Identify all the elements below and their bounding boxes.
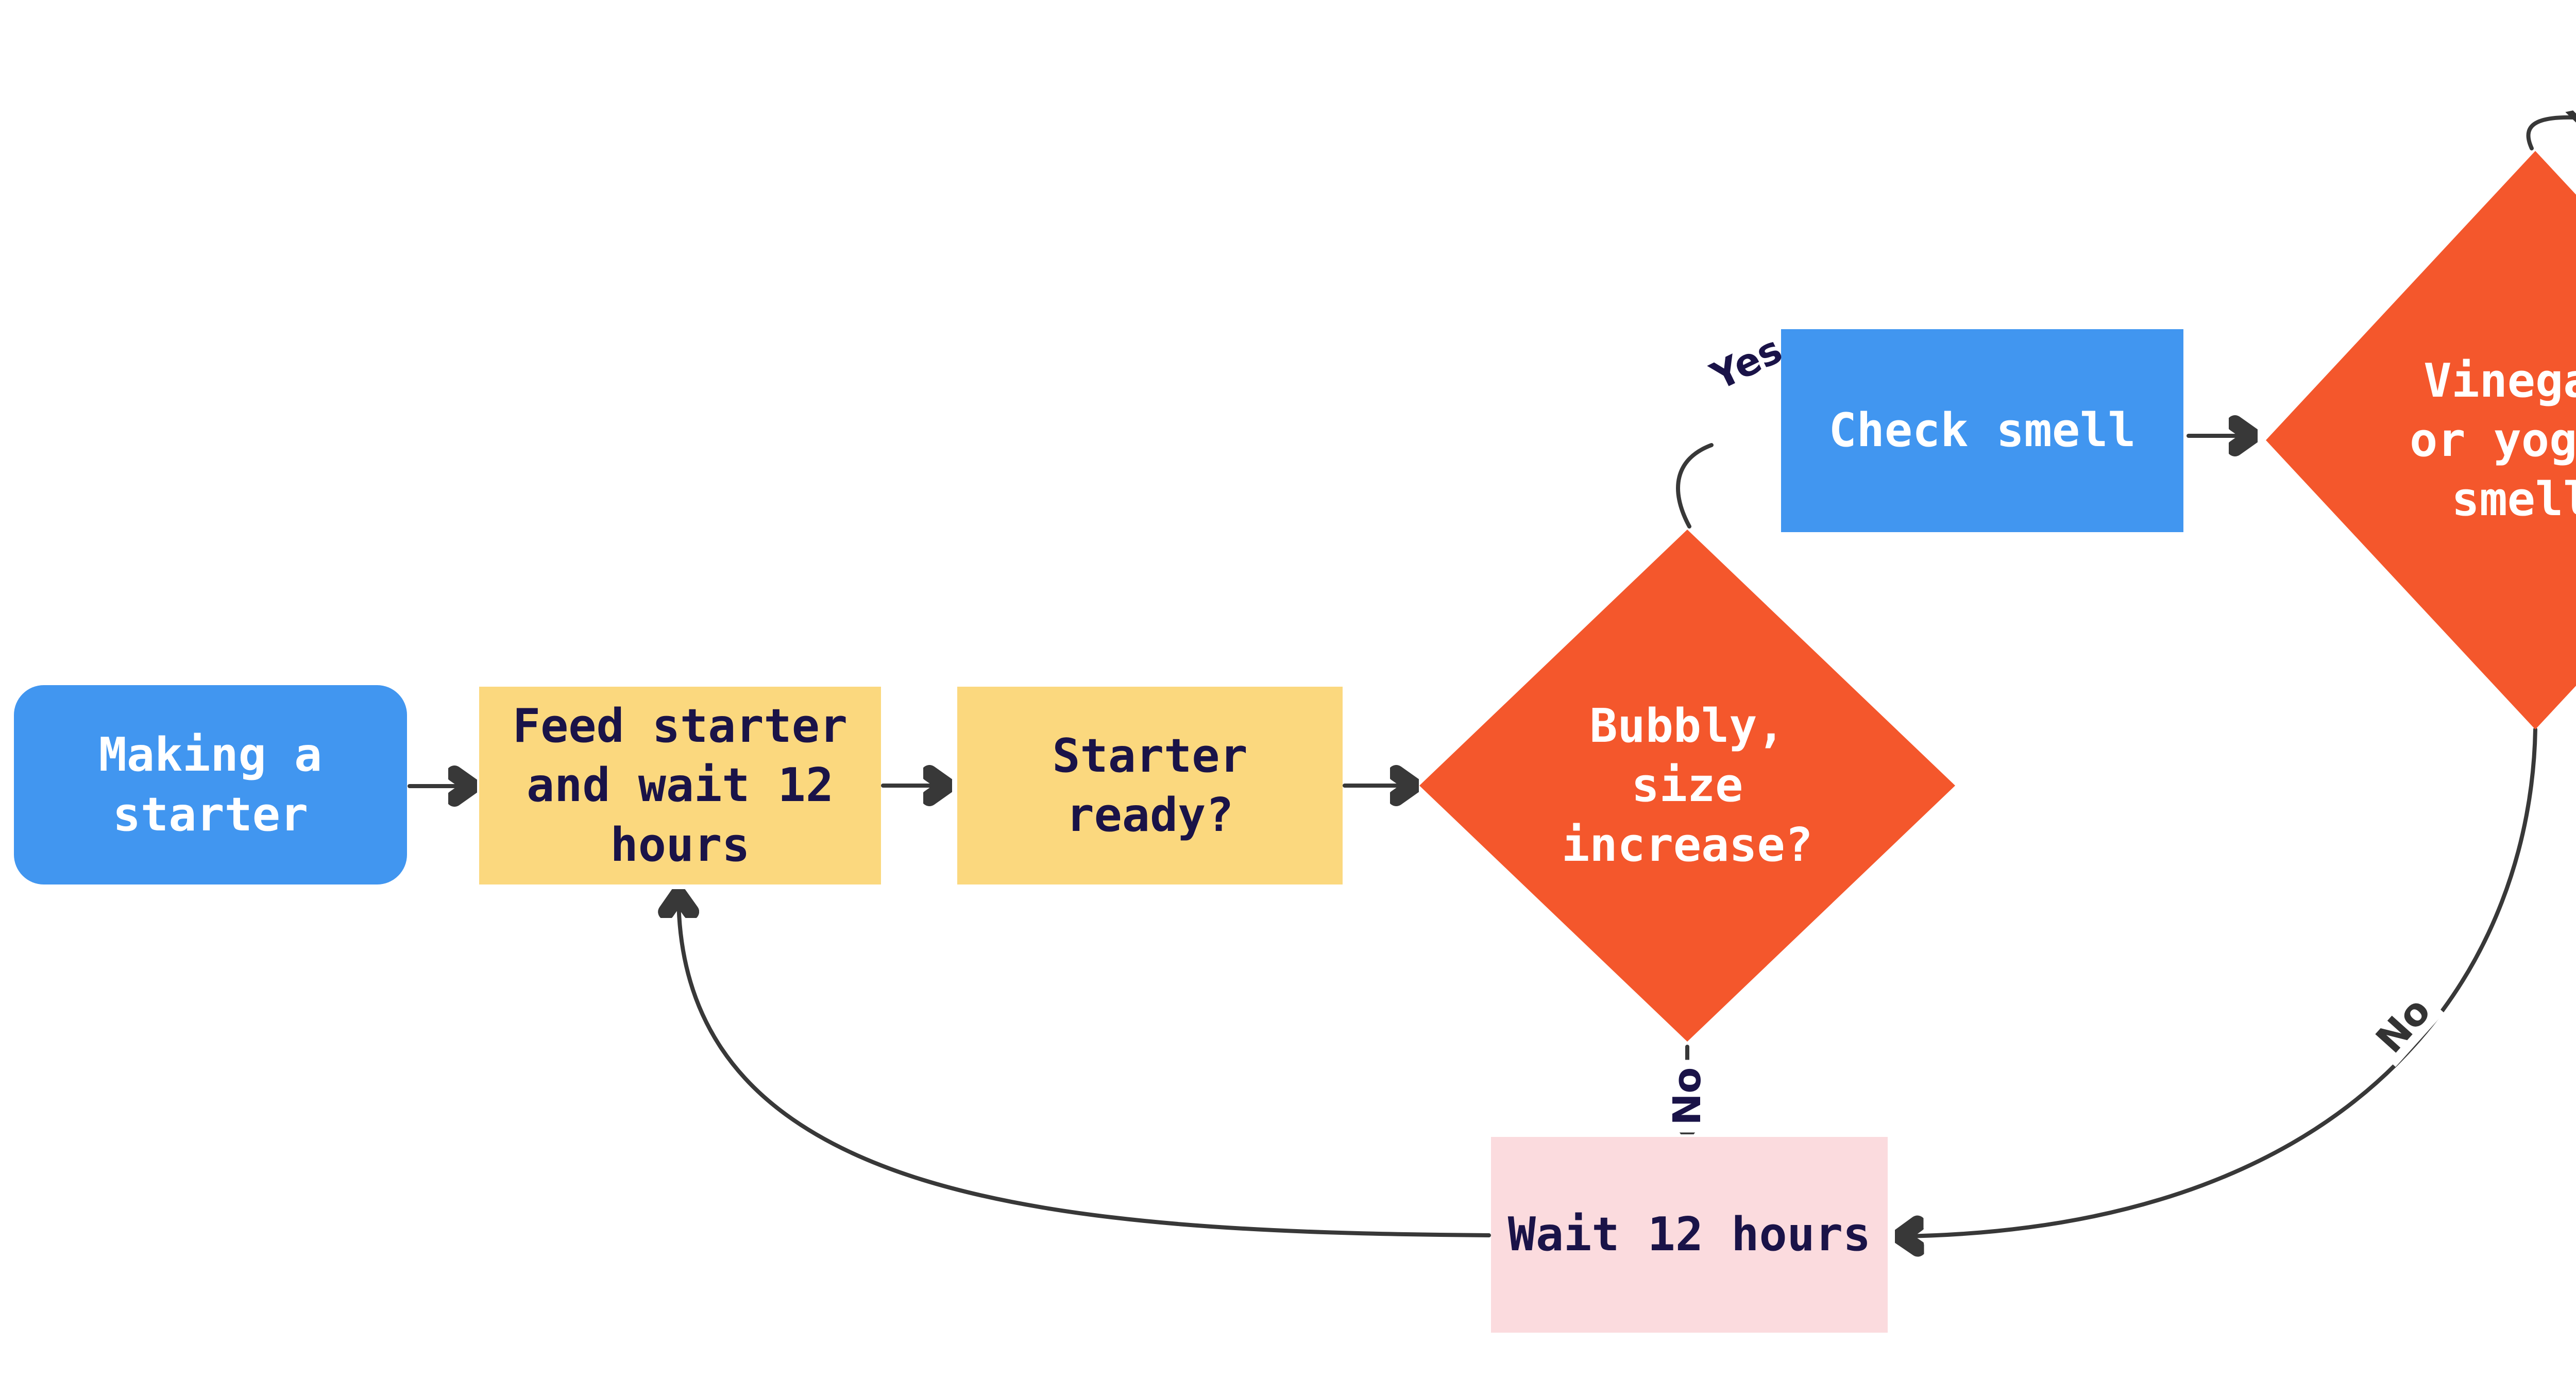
node-wait-12-hours: Wait 12 hours <box>1491 1137 1888 1333</box>
node-check-smell-label: Check smell <box>1828 403 2136 458</box>
node-vinegary-label: Vinegary or yogurt smell? <box>2410 353 2576 527</box>
node-making-a-starter: Making a starter <box>14 685 407 884</box>
node-check-smell: Check smell <box>1781 329 2183 532</box>
node-starter-ready: Starter ready? <box>957 687 1343 884</box>
edge-wait-to-feed-curve <box>679 896 1491 1237</box>
edge-vinegary-yes-curve <box>2526 115 2576 150</box>
node-feed-starter-label: Feed starter and wait 12 hours <box>512 699 848 872</box>
edge-label-bubbly-no: No <box>1665 1060 1709 1133</box>
edge-bubbly-yes-curve <box>1676 443 1714 529</box>
node-wait-12-label: Wait 12 hours <box>1507 1207 1871 1262</box>
node-feed-starter: Feed starter and wait 12 hours <box>479 687 881 884</box>
node-bubbly-label: Bubbly, size increase? <box>1562 699 1813 872</box>
edge-vinegary-no-curve <box>1902 727 2537 1236</box>
node-making-a-starter-label: Making a starter <box>98 728 323 842</box>
node-starter-ready-label: Starter ready? <box>1052 728 1248 842</box>
